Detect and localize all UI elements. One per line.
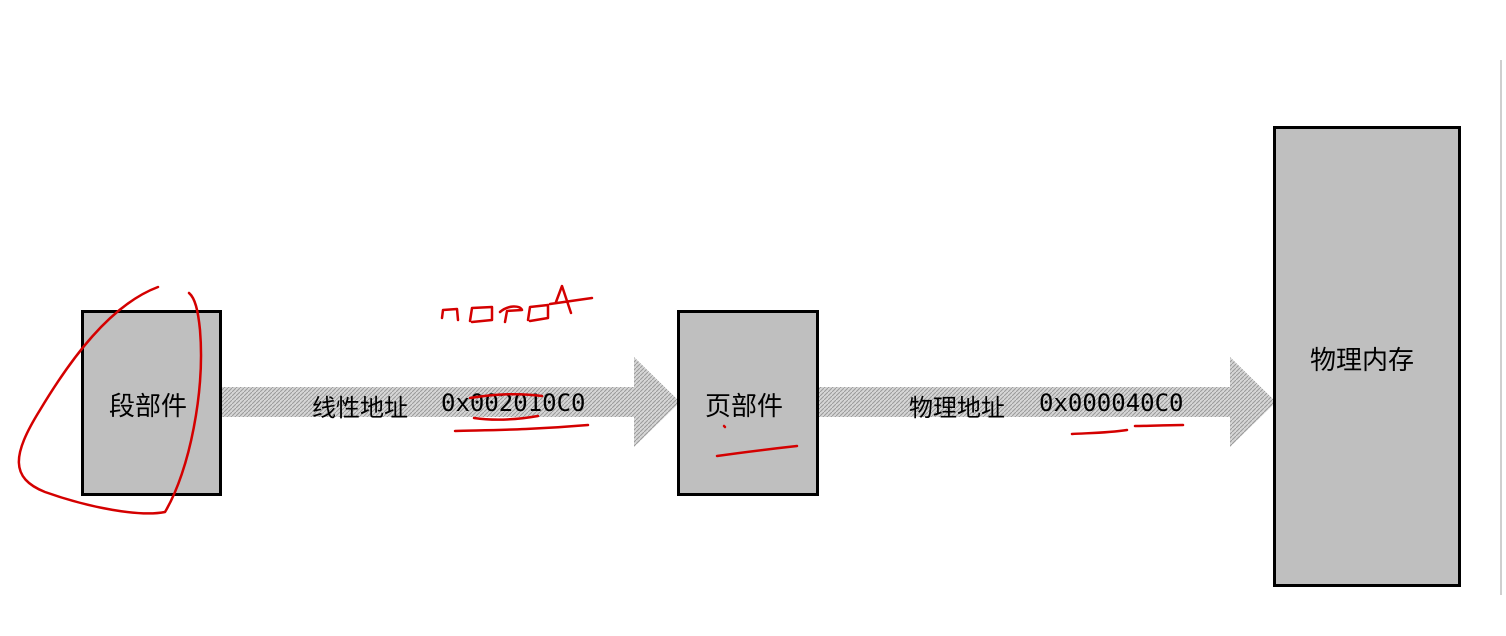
linear-address-underline-bottom [453, 423, 590, 433]
paging-unit-dot [722, 424, 727, 429]
physical-address-value: 0x000040C0 [1039, 389, 1184, 417]
linear-address-arrow [221, 357, 680, 447]
paging-unit-box [677, 310, 819, 496]
physical-address-underline-left [1070, 428, 1129, 436]
linear-address-strike-mark [468, 393, 544, 400]
paging-unit-label: 页部件 [705, 392, 784, 422]
physical-address-label: 物理地址 [909, 394, 1005, 422]
linear-address-underline-top [472, 414, 540, 421]
right-border-line [1500, 60, 1502, 595]
segment-unit-label: 段部件 [109, 392, 188, 422]
paging-unit-underline [715, 444, 799, 458]
physical-address-arrow [818, 357, 1276, 447]
physical-address-underline-right [1133, 423, 1185, 428]
segment-unit-circle-mark [17, 285, 203, 515]
physical-memory-box [1273, 126, 1461, 587]
handwritten-note-strokes [440, 284, 594, 324]
linear-address-label: 线性地址 [312, 394, 408, 422]
physical-memory-label: 物理内存 [1310, 346, 1415, 376]
